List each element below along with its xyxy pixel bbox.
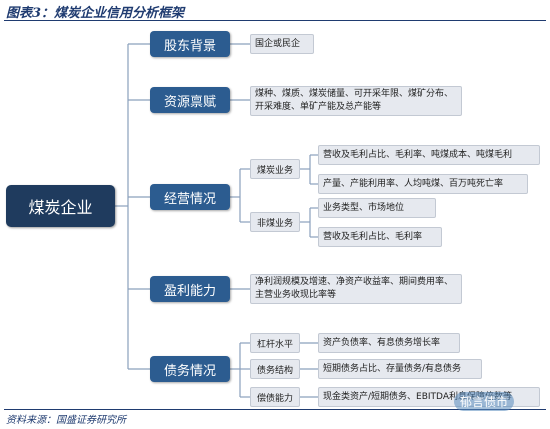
- title-rule: [4, 20, 546, 21]
- leaf-coal-2: 产量、产能利用率、人均吨煤、百万吨死亡率: [318, 174, 528, 194]
- leaf-profit: 净利润规模及增速、净资产收益率、期间费用率、主营业务收现比率等: [250, 274, 462, 304]
- watermark: 郁言债市: [454, 392, 515, 411]
- leaf-debt-structure: 短期债务占比、存量债务/有息债务: [318, 359, 482, 379]
- source-note: 资料来源：国盛证券研究所: [6, 415, 126, 426]
- sub-repay-ability: 偿债能力: [250, 387, 300, 407]
- node-resource: 资源禀赋: [150, 87, 230, 113]
- sub-debt-structure: 债务结构: [250, 359, 300, 379]
- leaf-noncoal-1: 业务类型、市场地位: [318, 198, 436, 218]
- node-profit: 盈利能力: [150, 276, 230, 302]
- node-debt: 债务情况: [150, 356, 230, 382]
- leaf-resource: 煤种、煤质、煤炭储量、可开采年限、煤矿分布、开采难度、单矿产能及总产能等: [250, 86, 462, 116]
- leaf-coal-1: 营收及毛利占比、毛利率、吨煤成本、吨煤毛利: [318, 145, 540, 165]
- node-shareholder: 股东背景: [150, 31, 230, 57]
- leaf-shareholder: 国企或民企: [250, 34, 314, 54]
- node-operation: 经营情况: [150, 184, 230, 210]
- leaf-noncoal-2: 营收及毛利占比、毛利率: [318, 227, 442, 247]
- root-node: 煤炭企业: [6, 185, 115, 227]
- source-rule: [4, 409, 546, 410]
- sub-leverage: 杠杆水平: [250, 333, 300, 353]
- figure-title: 图表3：煤炭企业信用分析框架: [6, 6, 185, 21]
- sub-coal-business: 煤炭业务: [250, 159, 300, 179]
- sub-noncoal-business: 非煤业务: [250, 212, 300, 232]
- leaf-leverage: 资产负债率、有息债务增长率: [318, 333, 460, 353]
